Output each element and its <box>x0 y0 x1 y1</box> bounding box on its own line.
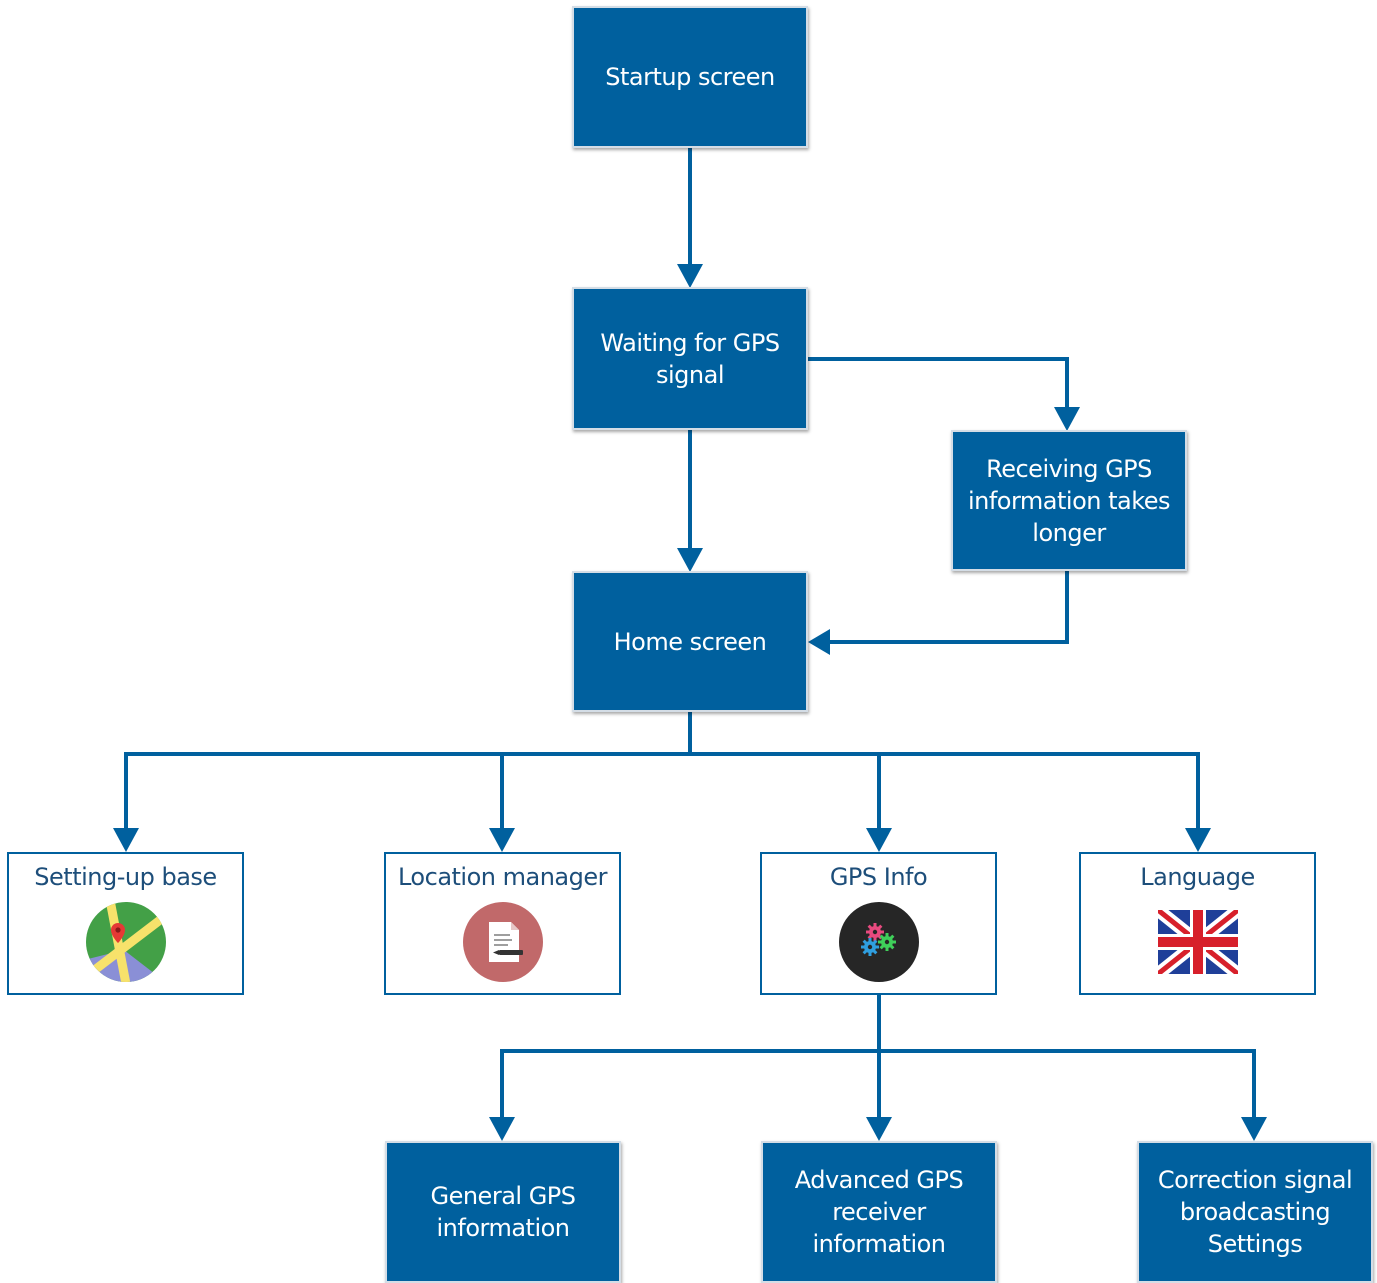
waiting-gps-node: Waiting for GPS signal <box>572 287 808 430</box>
drop-correction <box>1252 1049 1256 1119</box>
arrowhead-gpsinfo <box>866 828 892 852</box>
startup-screen-node: Startup screen <box>572 6 808 148</box>
setting-up-base-label: Setting-up base <box>34 863 217 891</box>
drop-gpsinfo <box>877 752 881 830</box>
general-gps-node: General GPS information <box>385 1141 621 1283</box>
arrowhead-home-side <box>808 629 830 655</box>
drop-base <box>124 752 128 830</box>
gps-info-label: GPS Info <box>829 863 928 891</box>
connector-receiving-home-v <box>1065 571 1069 644</box>
arrowhead-waiting <box>677 264 703 288</box>
gears-icon <box>838 902 919 982</box>
document-icon <box>462 902 543 982</box>
arrowhead-home <box>677 548 703 572</box>
advanced-gps-node: Advanced GPS receiver information <box>761 1141 997 1283</box>
home-screen-node: Home screen <box>572 571 808 712</box>
waiting-gps-label: Waiting for GPS signal <box>600 328 780 389</box>
arrowhead-base <box>113 828 139 852</box>
startup-screen-label: Startup screen <box>605 63 775 91</box>
location-manager-label: Location manager <box>397 863 608 891</box>
connector-waiting-home <box>688 430 692 550</box>
advanced-gps-label: Advanced GPS receiver information <box>794 1166 964 1258</box>
correction-signal-label: Correction signal broadcasting Settings <box>1157 1166 1353 1258</box>
menu-bus <box>124 752 1200 756</box>
language-node: Language <box>1079 852 1316 995</box>
location-manager-node: Location manager <box>384 852 621 995</box>
connector-home-bus <box>688 712 692 756</box>
connector-startup-waiting <box>688 148 692 266</box>
arrowhead-general <box>489 1117 515 1141</box>
connector-waiting-receiving-h <box>808 357 1069 361</box>
setting-up-base-node: Setting-up base <box>7 852 244 995</box>
drop-language <box>1196 752 1200 830</box>
language-label: Language <box>1140 863 1255 891</box>
home-screen-label: Home screen <box>613 627 767 656</box>
connector-gpsinfo-bus <box>877 995 881 1055</box>
general-gps-label: General GPS information <box>430 1182 576 1242</box>
correction-signal-node: Correction signal broadcasting Settings <box>1137 1141 1373 1283</box>
connector-waiting-receiving-v <box>1065 357 1069 409</box>
gps-info-node: GPS Info <box>760 852 997 995</box>
connector-receiving-home-h <box>828 640 1069 644</box>
arrowhead-language <box>1185 828 1211 852</box>
arrowhead-advanced <box>866 1117 892 1141</box>
arrowhead-correction <box>1241 1117 1267 1141</box>
drop-location <box>500 752 504 830</box>
receiving-gps-label: Receiving GPS information takes longer <box>967 454 1171 547</box>
uk-flag-icon <box>1157 910 1238 974</box>
drop-advanced <box>877 1049 881 1119</box>
drop-general <box>500 1049 504 1119</box>
receiving-gps-node: Receiving GPS information takes longer <box>951 430 1187 571</box>
map-icon <box>85 902 166 982</box>
arrowhead-receiving <box>1054 407 1080 431</box>
arrowhead-location <box>489 828 515 852</box>
